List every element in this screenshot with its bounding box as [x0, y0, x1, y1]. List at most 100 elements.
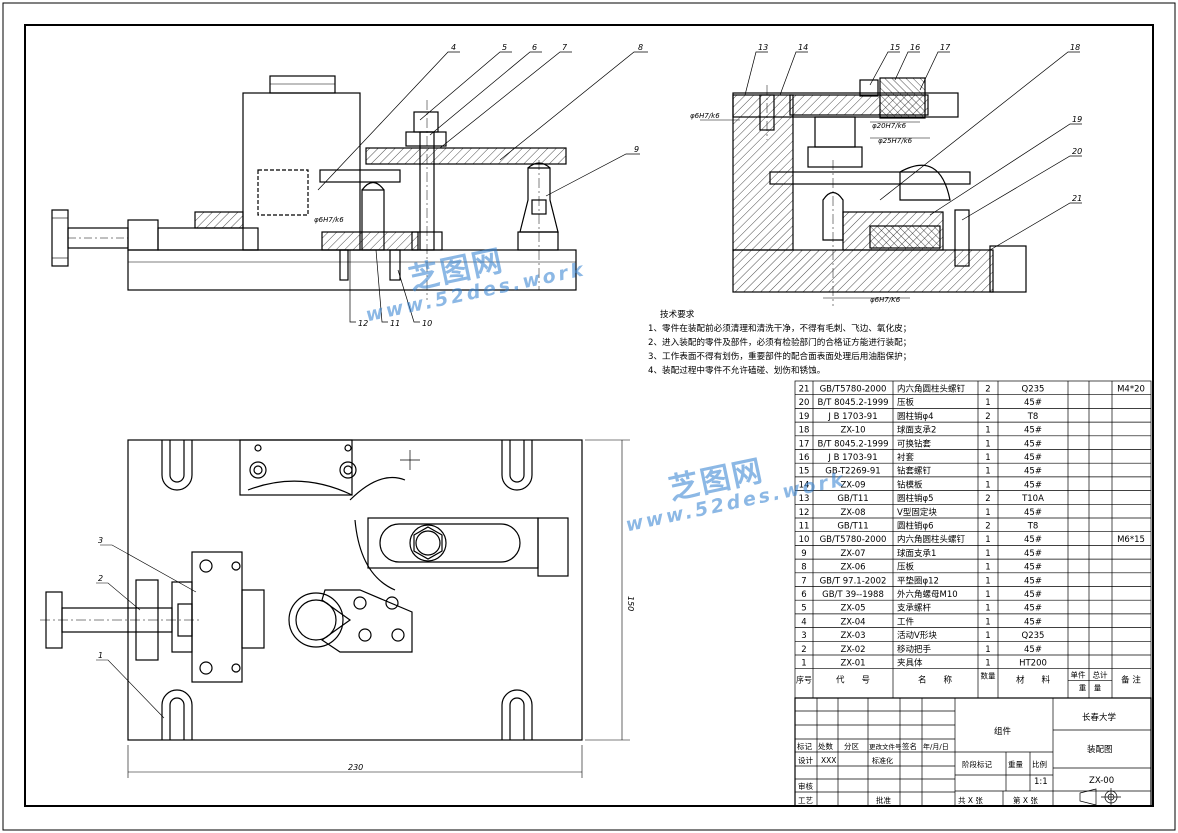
bom-cell-material: T10A [1021, 494, 1044, 504]
bom-cell-code: ZX-03 [840, 631, 865, 641]
bom-cell-code: J B 1703-91 [827, 453, 877, 463]
bom-cell-name: 可换钻套 [897, 438, 932, 449]
bom-cell-note: M6*15 [1117, 535, 1145, 545]
bom-cell-code: GB/T5780-2000 [820, 385, 887, 395]
bom-cell-qty: 1 [985, 439, 990, 449]
bom-cell-material: 45# [1024, 576, 1042, 586]
bom-header-qty: 数量 [981, 671, 996, 681]
part-number: 2 [98, 574, 103, 583]
label-scale: 比例 [1032, 759, 1047, 769]
zone-label: 组件 [994, 726, 1012, 737]
label-sheet: 第 X 张 [1013, 795, 1038, 805]
label-doc-no: 更改文件号 [869, 742, 902, 751]
bom-cell-qty: 1 [985, 563, 990, 573]
bom-cell-qty: 1 [985, 467, 990, 477]
bom-cell-name: 夹具体 [897, 658, 923, 669]
bom-header-weight: 重 量 [1079, 684, 1102, 693]
bom-cell-qty: 1 [985, 590, 990, 600]
bom-cell-qty: 1 [985, 617, 990, 627]
side-view [732, 77, 1027, 306]
fit-label: φ20H7/k6 [872, 122, 907, 130]
top-view [40, 439, 583, 741]
bom-header-note: 备 注 [1121, 675, 1141, 686]
bom-cell-code: ZX-02 [840, 645, 865, 655]
part-number: 9 [634, 145, 639, 154]
fit-label: φ6H7/k6 [314, 216, 344, 224]
bom-cell-code: GB/T 97.1-2002 [820, 576, 887, 586]
bom-cell-no: 14 [799, 480, 810, 490]
bom-cell-material: 45# [1024, 535, 1042, 545]
tech-requirements-title: 技术要求 [660, 310, 695, 320]
bom-cell-code: GB-T2269-91 [825, 467, 880, 477]
bom-cell-no: 1 [801, 659, 806, 669]
school-name: 长春大学 [1082, 712, 1117, 723]
bom-cell-code: ZX-05 [840, 604, 865, 614]
drawing-name: 装配图 [1087, 744, 1113, 755]
bom-cell-no: 6 [801, 590, 806, 600]
label-count: 处数 [818, 741, 833, 751]
bom-cell-qty: 2 [985, 385, 990, 395]
bom-cell-material: HT200 [1019, 659, 1047, 669]
part-number: 20 [1072, 147, 1082, 156]
bom-cell-material: 45# [1024, 549, 1042, 559]
bom-cell-qty: 1 [985, 576, 990, 586]
bom-cell-no: 5 [801, 604, 806, 614]
part-number: 8 [638, 43, 643, 52]
side-view-fits: φ6H7/k6 φ20H7/k6 φ25H7/k6 φ6H7/K6 [690, 112, 913, 304]
bom-cell-no: 9 [801, 549, 806, 559]
part-number: 21 [1072, 194, 1082, 203]
bom-header-unit-weight: 单件 [1071, 670, 1087, 680]
bom-cell-qty: 1 [985, 645, 990, 655]
bom-header-material: 材 料 [1016, 675, 1051, 686]
label-sign: 签名 [902, 741, 917, 751]
bom-cell-code: GB/T5780-2000 [820, 535, 887, 545]
bom-cell-material: 45# [1024, 453, 1042, 463]
bom-cell-material: 45# [1024, 590, 1042, 600]
bom-cell-material: 45# [1024, 604, 1042, 614]
bom-cell-name: 钻模板 [897, 479, 923, 490]
bom-cell-name: 移动把手 [897, 644, 932, 655]
inner-border [24, 24, 1154, 807]
side-view-dims [700, 119, 930, 299]
bom-cell-name: 球面支承1 [897, 548, 936, 559]
bom-cell-name: 圆柱销φ6 [897, 521, 934, 532]
part-number: 14 [798, 43, 808, 52]
label-sheets: 共 X 张 [958, 796, 983, 805]
scale-value: 1:1 [1034, 777, 1048, 787]
bom-cell-qty: 1 [985, 535, 990, 545]
bom-cell-no: 15 [799, 467, 810, 477]
bom-cell-qty: 1 [985, 631, 990, 641]
part-number: 4 [451, 43, 456, 52]
bom-cell-no: 13 [799, 494, 810, 504]
bom-cell-qty: 1 [985, 659, 990, 669]
label-weight: 重量 [1008, 760, 1023, 769]
part-numbers-side: 13 14 15 16 17 18 19 20 21 [758, 43, 1082, 203]
fit-label: φ25H7/k6 [878, 137, 913, 145]
bom-cell-name: 工件 [897, 616, 915, 627]
label-standardize: 标准化 [872, 756, 893, 765]
bom-cell-code: GB/T11 [837, 522, 868, 532]
bom-cell-material: T8 [1027, 412, 1039, 422]
bom-cell-name: 内六角圆柱头螺钉 [897, 384, 966, 395]
label-approve: 批准 [876, 795, 891, 805]
part-numbers-front: 4 5 6 7 8 9 12 11 10 [358, 43, 643, 328]
bom-cell-no: 20 [799, 398, 810, 408]
tech-requirement-item: 4、装配过程中零件不允许磕碰、划伤和锈蚀。 [648, 366, 826, 376]
bom-cell-material: 45# [1024, 439, 1042, 449]
part-number: 7 [562, 43, 568, 52]
part-number: 5 [502, 43, 507, 52]
bom-cell-name: 圆柱销φ4 [897, 411, 934, 422]
part-number: 15 [890, 43, 900, 52]
bom-cell-code: ZX-04 [840, 617, 865, 627]
width-dimension: 230 [348, 763, 363, 772]
bom-cell-no: 11 [799, 522, 810, 532]
bom-cell-name: 外六角螺母M10 [897, 589, 958, 600]
fit-label: φ6H7/k6 [690, 112, 720, 120]
tech-requirement-item: 2、进入装配的零件及部件，必须有检验部门的合格证方能进行装配； [648, 338, 912, 348]
bom-cell-no: 10 [799, 535, 810, 545]
front-view-labels: φ6H7/k6 [314, 216, 344, 224]
label-design: 设计 [798, 755, 813, 765]
